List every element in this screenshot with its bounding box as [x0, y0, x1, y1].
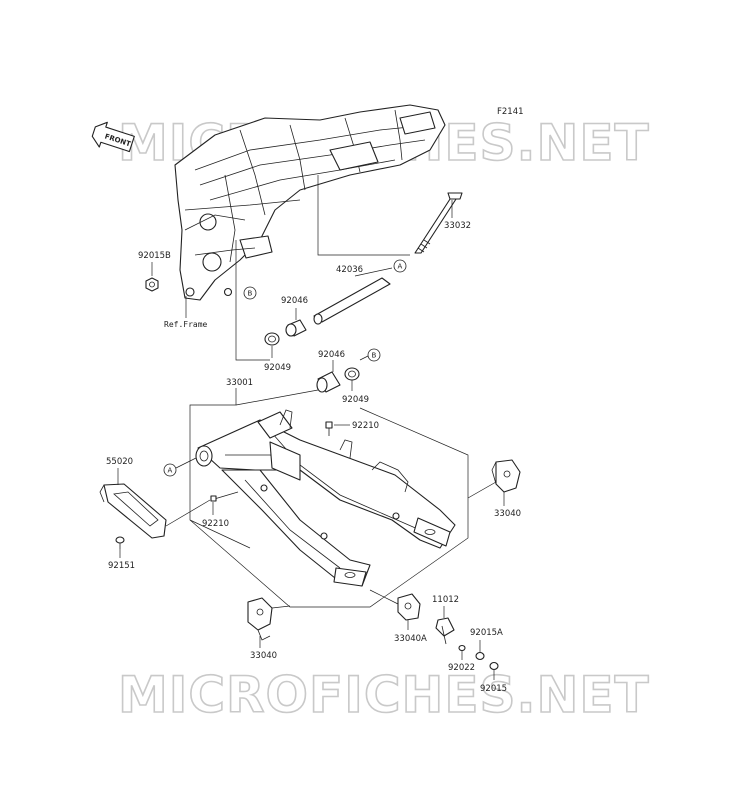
watermark-bottom: MICROFICHES.NET [118, 666, 650, 724]
ref-circle-a-top [393, 259, 407, 273]
chain-guard-55020 [99, 483, 167, 539]
chain-adjuster-33040a [397, 593, 421, 621]
label-92151: 92151 [108, 561, 135, 571]
label-33032: 33032 [444, 221, 471, 231]
label-92210-left: 92210 [202, 519, 229, 529]
pivot-shaft-33032 [414, 192, 463, 254]
collar-42036 [313, 277, 391, 325]
label-33040a: 33040A [394, 634, 427, 644]
label-92046-top: 92046 [281, 296, 308, 306]
label-92210-top: 92210 [352, 421, 379, 431]
label-92015: 92015 [480, 684, 507, 694]
chain-adjuster-33040-bottom [247, 597, 273, 641]
nut-92015a-icon [475, 651, 485, 661]
ref-circle-b-left [243, 286, 257, 300]
label-92046-mid: 92046 [318, 350, 345, 360]
ref-circle-a-swingarm [163, 463, 177, 477]
label-11012: 11012 [432, 595, 459, 605]
label-92015b: 92015B [138, 251, 171, 261]
screw-92151 [115, 536, 125, 549]
label-92049-mid: 92049 [342, 395, 369, 405]
swingarm-illustration [195, 409, 456, 587]
seal-92049-top [264, 332, 280, 346]
ref-circle-a-swingarm-text: A [168, 467, 173, 475]
label-33040-right: 33040 [494, 509, 521, 519]
label-33040-bottom: 33040 [250, 651, 277, 661]
label-42036: 42036 [336, 265, 363, 275]
ref-frame-label: Ref.Frame [164, 320, 208, 329]
nut-92015-icon [489, 661, 499, 671]
figure-code: F2141 [497, 107, 524, 117]
ref-circle-b-right [367, 348, 381, 362]
bearing-92046-mid [316, 371, 341, 393]
label-55020: 55020 [106, 457, 133, 467]
bolt-92210-left [210, 491, 239, 502]
washer-92022-icon [458, 644, 466, 652]
bolt-92210-top [325, 421, 333, 436]
label-92015a: 92015A [470, 628, 503, 638]
ref-circle-b-right-text: B [372, 352, 377, 360]
chain-adjuster-33040-right [491, 459, 521, 493]
ref-circle-b-left-text: B [248, 290, 253, 298]
frame-illustration [174, 104, 446, 301]
seal-92049-mid [344, 367, 360, 381]
nut-92015b-icon [145, 277, 159, 292]
label-92049-top: 92049 [264, 363, 291, 373]
front-arrow-icon: FRONT [91, 121, 135, 153]
label-33001: 33001 [226, 378, 253, 388]
bearing-92046-top [285, 319, 307, 337]
label-92022: 92022 [448, 663, 475, 673]
ref-circle-a-top-text: A [398, 263, 403, 271]
bolt-11012 [435, 617, 455, 645]
